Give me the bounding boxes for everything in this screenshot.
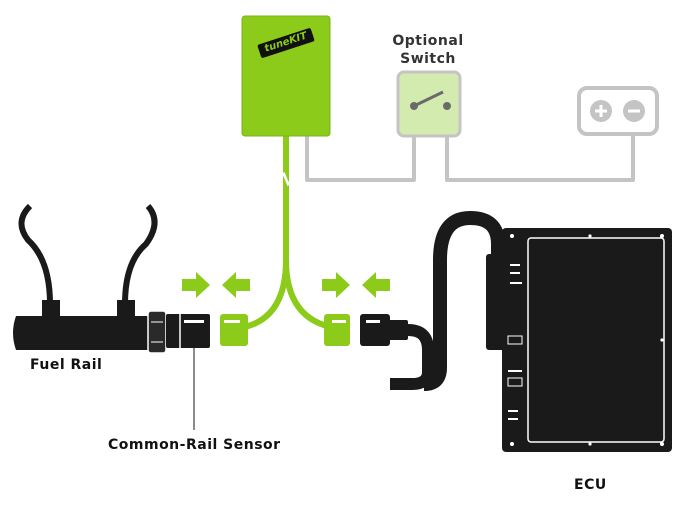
switch-label: Optional Switch: [380, 32, 476, 68]
module-plug-right: [324, 314, 350, 346]
sensor-label: Common-Rail Sensor: [108, 437, 281, 453]
arrow-icon: [322, 272, 390, 298]
fuel-rail-icon: [13, 203, 167, 354]
arrow-icon: [182, 272, 250, 298]
module-cable: [237, 131, 339, 331]
module-plug-left: [220, 314, 248, 346]
switch-label-line1: Optional: [392, 33, 464, 49]
sensor-connector-icon: [166, 314, 210, 430]
switch-label-line2: Switch: [400, 51, 456, 67]
switch-icon: [396, 70, 462, 138]
fuel-rail-label: Fuel Rail: [30, 357, 103, 373]
battery-icon: [577, 86, 659, 136]
ecu-label: ECU: [574, 477, 607, 493]
ecu-harness: [360, 210, 506, 391]
ecu-icon: [502, 228, 672, 452]
power-wires: [305, 106, 635, 182]
tuning-module-icon: [241, 15, 331, 137]
